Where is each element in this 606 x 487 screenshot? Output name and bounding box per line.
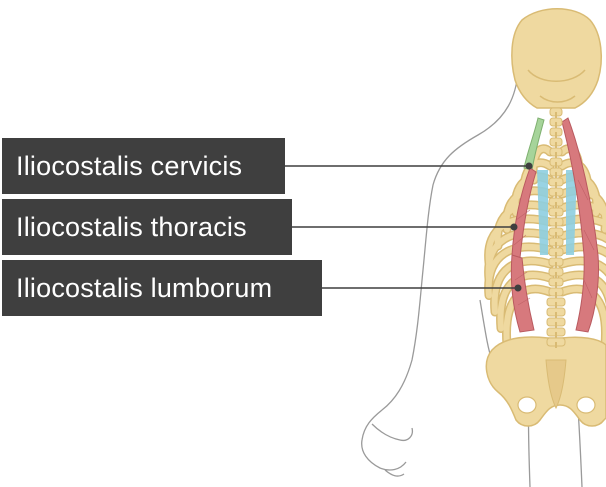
- rib-highlight: [491, 257, 553, 315]
- rib-highlight: [559, 257, 606, 275]
- rib-highlight: [485, 243, 553, 299]
- intercostal-muscles: [537, 170, 577, 255]
- marker-thoracis: [510, 223, 518, 231]
- skull: [511, 8, 603, 109]
- label-text: Iliocostalis lumborum: [16, 272, 273, 303]
- iliocostalis-muscles: [510, 117, 599, 333]
- label-iliocostalis-cervicis: Iliocostalis cervicis: [2, 138, 285, 194]
- iliocostalis-muscle-right: [561, 117, 599, 333]
- label-text: Iliocostalis cervicis: [16, 150, 243, 181]
- leader-lines: [285, 162, 533, 292]
- iliocostalis-lumborum-muscle-left: [510, 254, 535, 333]
- label-iliocostalis-lumborum: Iliocostalis lumborum: [2, 260, 322, 316]
- rib-highlight: [485, 215, 553, 266]
- rib-highlight: [485, 229, 553, 282]
- label-text: Iliocostalis thoracis: [16, 211, 247, 242]
- rib-highlight: [559, 271, 606, 300]
- spine: [546, 107, 566, 348]
- pelvis: [485, 336, 606, 427]
- marker-lumborum: [514, 284, 522, 292]
- label-iliocostalis-thoracis: Iliocostalis thoracis: [2, 199, 292, 255]
- marker-cervicis: [525, 162, 533, 170]
